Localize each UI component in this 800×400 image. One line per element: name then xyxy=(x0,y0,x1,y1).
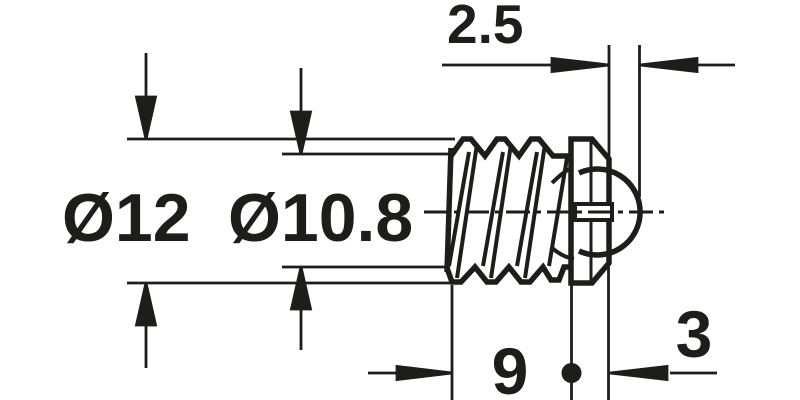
dim-collar-width-lines xyxy=(609,364,717,382)
thread-left-edge xyxy=(444,147,454,273)
arrowhead-up-icon xyxy=(134,282,158,327)
dimension-labels: 2.5 Ø12 Ø10.8 9 3 xyxy=(62,0,712,400)
dim-core-diameter-lines xyxy=(289,68,313,350)
arrowhead-left-icon xyxy=(609,364,669,382)
ball-seat-arc-bottom xyxy=(549,245,575,261)
label-thread-length: 9 xyxy=(492,334,529,400)
thread-crest-bottom xyxy=(444,262,571,285)
dimension-dot-terminator xyxy=(561,363,582,383)
dim-thread-length-lines xyxy=(368,363,582,383)
arrowhead-right-icon xyxy=(550,56,610,74)
arrowhead-left-icon xyxy=(639,56,699,74)
label-core-diameter: Ø10.8 xyxy=(228,180,413,256)
arrowhead-down-icon xyxy=(289,110,313,155)
arrowhead-right-icon xyxy=(395,364,453,382)
label-outer-diameter: Ø12 xyxy=(62,180,191,256)
arrowhead-up-icon xyxy=(289,266,313,311)
dim-ball-protrusion-lines xyxy=(442,56,735,74)
dimension-lines xyxy=(134,53,735,383)
dim-outer-diameter-lines xyxy=(134,53,158,368)
label-collar-width: 3 xyxy=(676,297,713,371)
extension-lines xyxy=(127,45,641,400)
ball-seat-arc-top xyxy=(550,167,571,185)
label-ball-protrusion: 2.5 xyxy=(447,0,523,55)
arrowhead-down-icon xyxy=(134,95,158,140)
